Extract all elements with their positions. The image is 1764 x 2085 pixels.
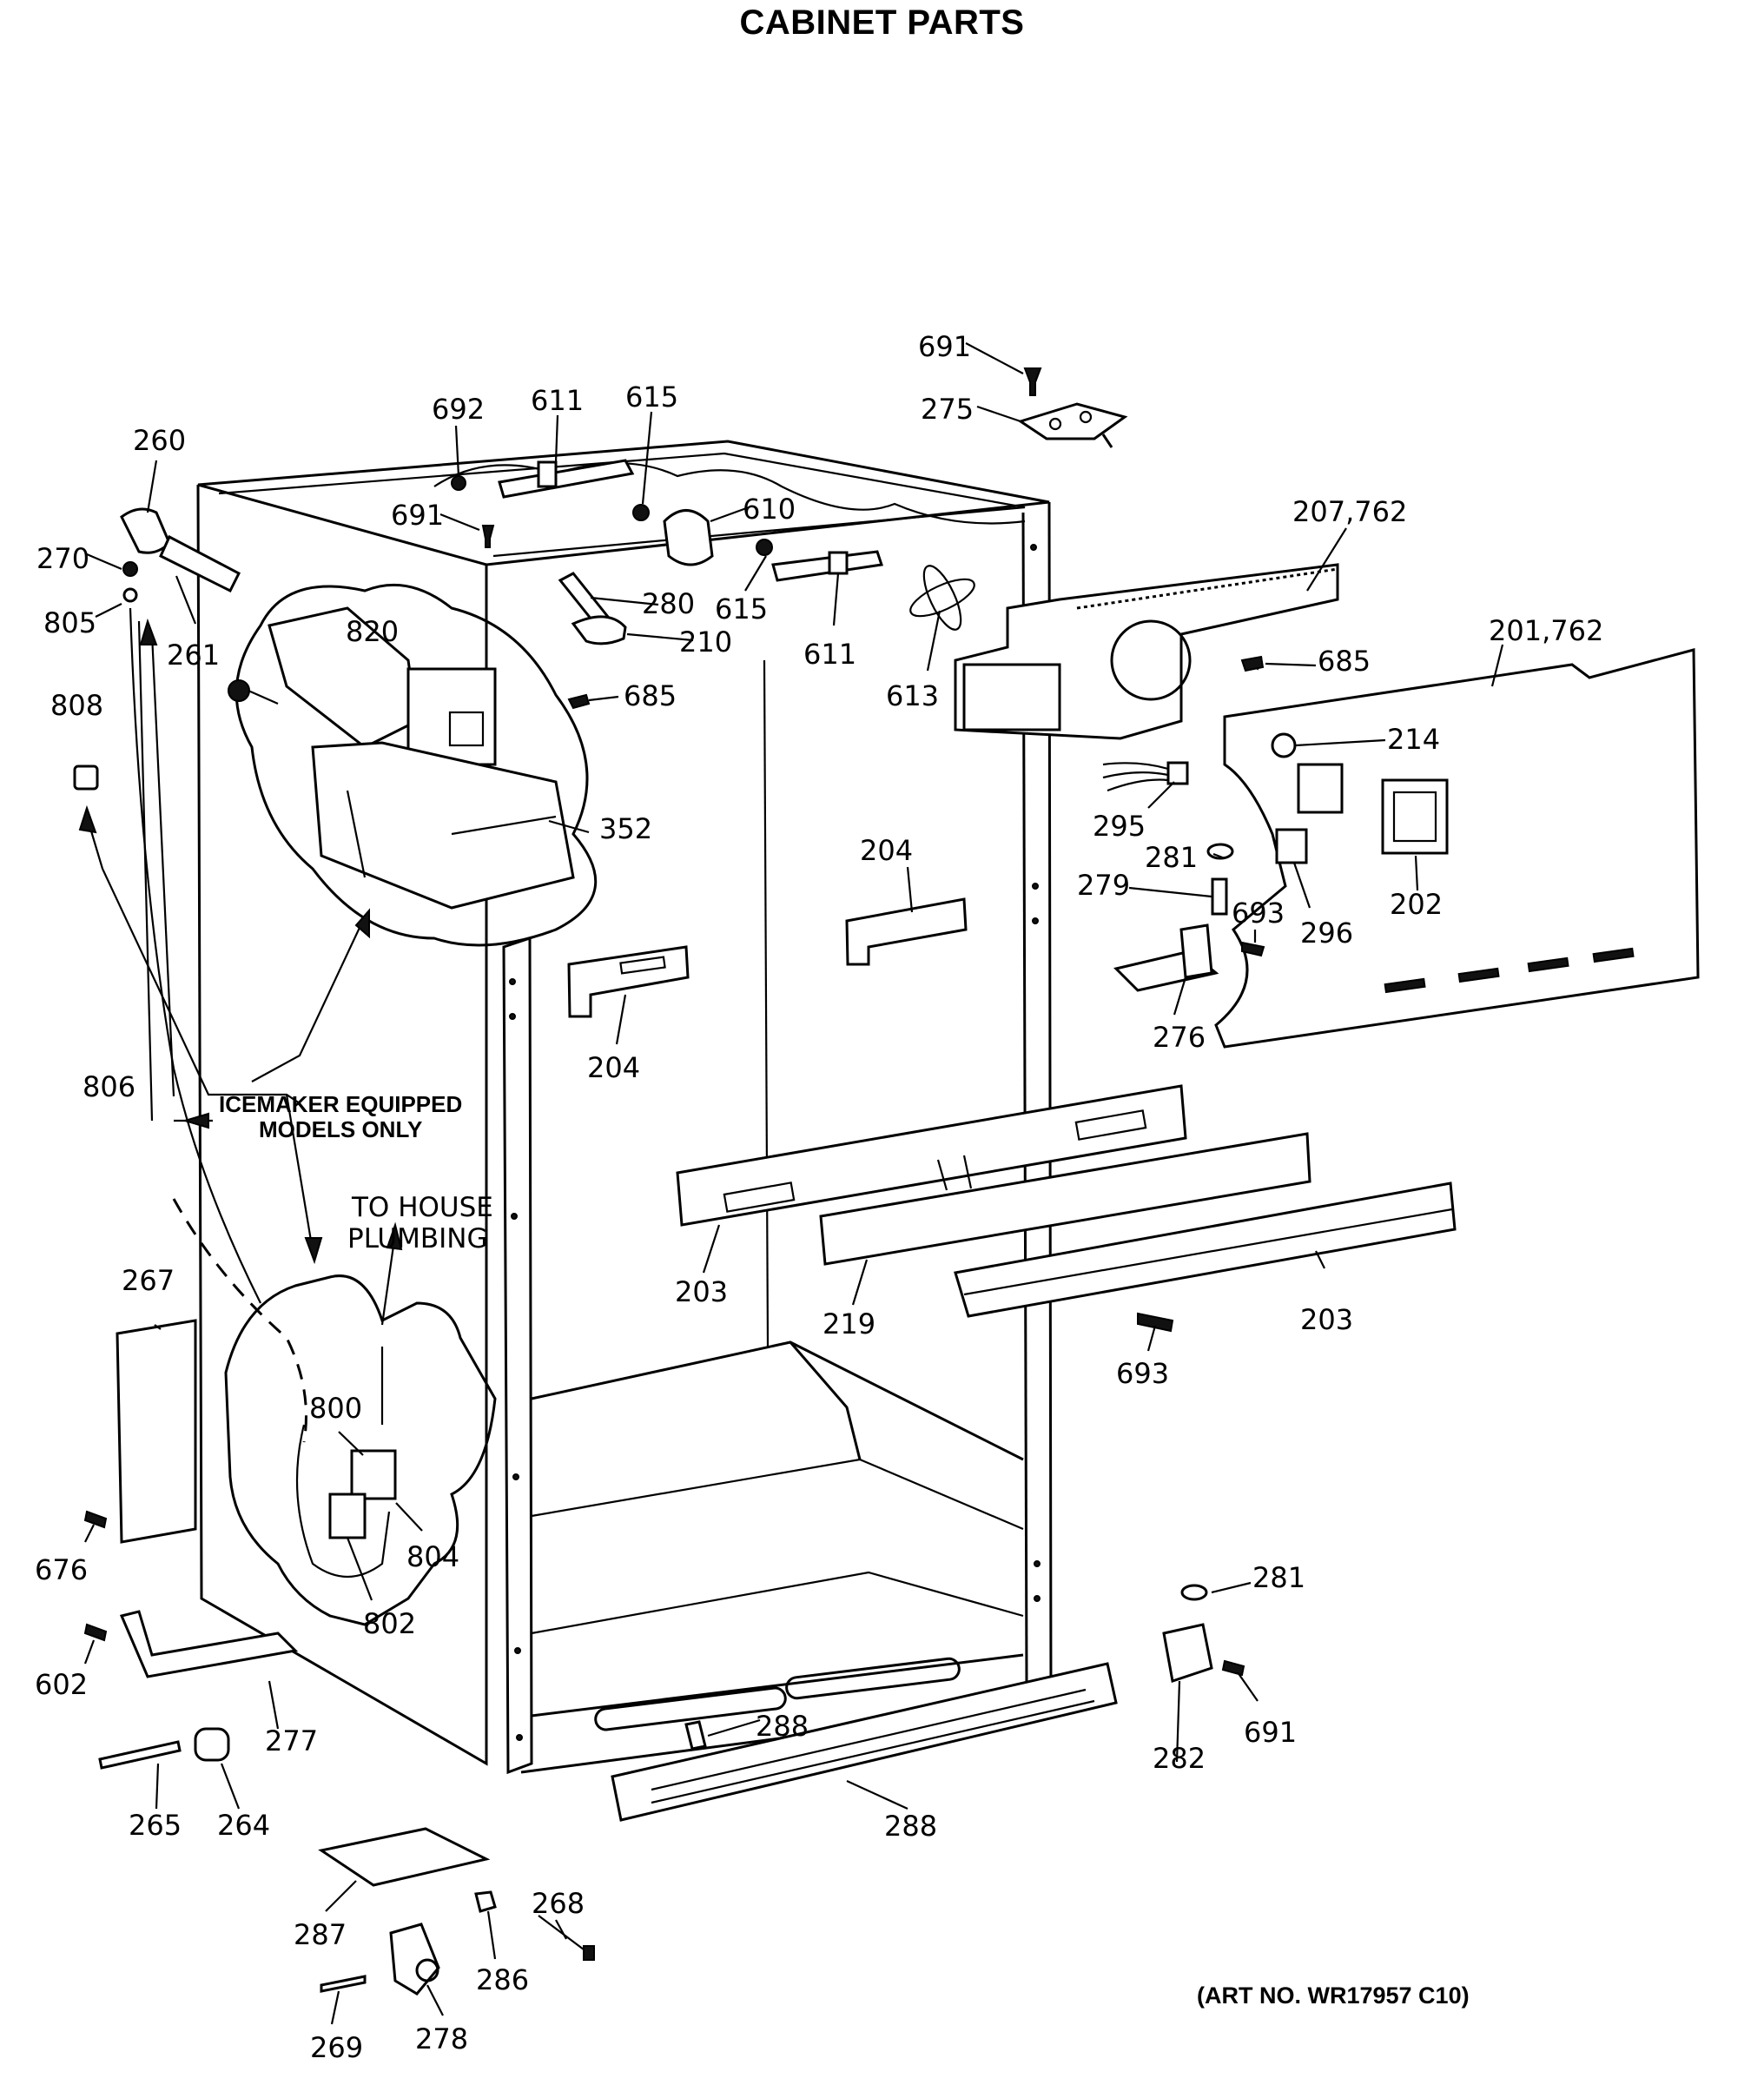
callout-276: 276 bbox=[1153, 1021, 1206, 1054]
callout-288: 288 bbox=[756, 1710, 809, 1743]
callout-270: 270 bbox=[36, 542, 89, 575]
callout-613: 613 bbox=[886, 679, 939, 712]
callout-278: 278 bbox=[415, 2022, 468, 2055]
art-number: (ART NO. WR17957 C10) bbox=[1197, 1982, 1470, 2009]
callout-676: 676 bbox=[35, 1553, 88, 1586]
callout-275: 275 bbox=[921, 393, 974, 426]
callout-279: 279 bbox=[1077, 869, 1130, 902]
callout-202: 202 bbox=[1390, 888, 1443, 921]
callout-210: 210 bbox=[679, 626, 732, 659]
left-top-parts bbox=[73, 507, 241, 791]
callout-260: 260 bbox=[133, 424, 186, 457]
front-rails bbox=[567, 897, 1457, 1333]
callout-287: 287 bbox=[294, 1918, 347, 1951]
callout-693: 693 bbox=[1232, 897, 1285, 930]
callout-203-right: 203 bbox=[1300, 1303, 1353, 1336]
callout-268: 268 bbox=[532, 1887, 585, 1920]
callout-800: 800 bbox=[309, 1392, 362, 1425]
callout-692: 692 bbox=[432, 393, 485, 426]
callout-611-lower: 611 bbox=[803, 638, 856, 671]
callout-804: 804 bbox=[406, 1540, 459, 1573]
lower-left-hardware bbox=[83, 1319, 595, 1996]
icemaker-note-line2: MODELS ONLY bbox=[259, 1116, 422, 1142]
callout-296: 296 bbox=[1300, 917, 1353, 950]
callout-295: 295 bbox=[1093, 810, 1146, 843]
callout-611: 611 bbox=[531, 384, 584, 417]
callout-352: 352 bbox=[599, 812, 652, 845]
callout-219: 219 bbox=[823, 1307, 875, 1340]
callout-820: 820 bbox=[346, 615, 399, 648]
leader-lines bbox=[83, 342, 1504, 2025]
callout-204-lower: 204 bbox=[587, 1051, 640, 1084]
callout-280: 280 bbox=[642, 587, 695, 620]
callout-204: 204 bbox=[860, 834, 913, 867]
callout-264: 264 bbox=[217, 1809, 270, 1842]
callout-261: 261 bbox=[167, 639, 220, 672]
callout-691-top: 691 bbox=[391, 499, 444, 532]
callout-265: 265 bbox=[129, 1809, 182, 1842]
callout-693-lower: 693 bbox=[1116, 1357, 1169, 1390]
callout-282: 282 bbox=[1153, 1742, 1206, 1775]
callout-277: 277 bbox=[265, 1724, 318, 1757]
callout-691: 691 bbox=[918, 330, 971, 363]
callout-267: 267 bbox=[122, 1264, 175, 1297]
note-arrows bbox=[85, 620, 397, 1326]
callout-615-lower: 615 bbox=[715, 592, 768, 626]
lower-right-hardware bbox=[611, 1584, 1245, 1822]
callout-802: 802 bbox=[363, 1607, 416, 1640]
callout-269: 269 bbox=[310, 2031, 363, 2064]
callout-615: 615 bbox=[625, 381, 678, 414]
callout-602: 602 bbox=[35, 1668, 88, 1701]
callout-labels: 691 275 692 611 615 260 691 610 207,762 … bbox=[35, 330, 1603, 2064]
callout-214: 214 bbox=[1387, 723, 1440, 756]
callout-685: 685 bbox=[624, 679, 677, 712]
page-title: CABINET PARTS bbox=[739, 3, 1025, 42]
icemaker-note-line1: ICEMAKER EQUIPPED bbox=[219, 1091, 462, 1117]
water-tube-806 bbox=[129, 607, 261, 1304]
callout-691-lower: 691 bbox=[1244, 1716, 1297, 1749]
callout-805: 805 bbox=[43, 606, 96, 639]
callout-806: 806 bbox=[83, 1070, 135, 1103]
callout-201-762: 201,762 bbox=[1489, 614, 1603, 647]
plumbing-note-line2: PLUMBING bbox=[347, 1223, 487, 1254]
callout-610: 610 bbox=[743, 493, 796, 526]
callout-685-right: 685 bbox=[1318, 645, 1371, 678]
plumbing-note-line1: TO HOUSE bbox=[351, 1192, 493, 1223]
callout-281-lower: 281 bbox=[1252, 1561, 1305, 1594]
callout-281: 281 bbox=[1145, 841, 1198, 874]
top-hardware bbox=[451, 367, 1339, 740]
arrow-heads bbox=[78, 618, 403, 1265]
callout-207-762: 207,762 bbox=[1292, 495, 1407, 528]
callout-808: 808 bbox=[50, 689, 103, 722]
callout-286: 286 bbox=[476, 1963, 529, 1996]
callout-288-lower: 288 bbox=[884, 1810, 937, 1843]
callout-203: 203 bbox=[675, 1275, 728, 1308]
icemaker-cutaway bbox=[228, 583, 598, 947]
evaporator-cover-panel bbox=[1102, 648, 1700, 1049]
